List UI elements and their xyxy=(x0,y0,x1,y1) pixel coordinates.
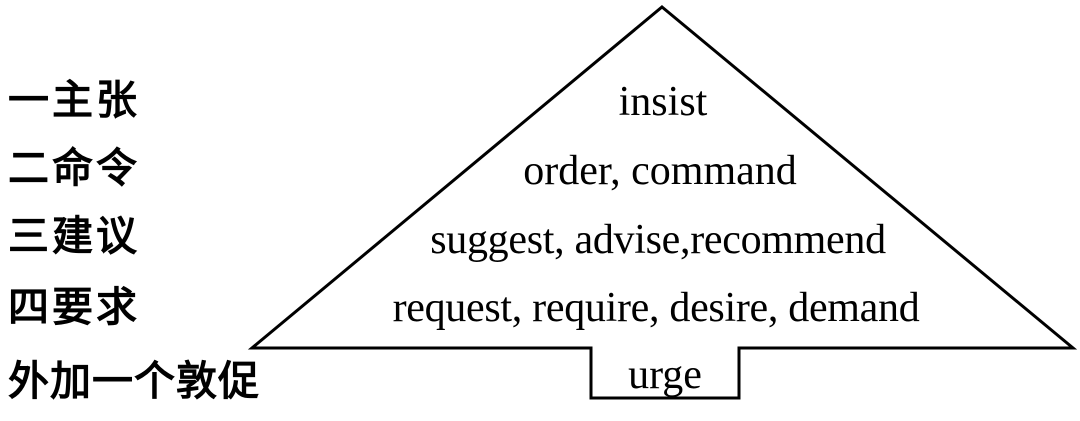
chinese-mnemonic-list: 一主张 二命令 三建议 四要求 外加一个敦促 xyxy=(6,0,306,421)
pyramid-shape xyxy=(247,5,1078,400)
tier-label-insist: insist xyxy=(618,79,708,125)
tier-label-request-require-desire-demand: request, require, desire, demand xyxy=(392,285,920,331)
chinese-label-three-suggest: 三建议 xyxy=(8,212,140,260)
chinese-label-plus-one-urge: 外加一个敦促 xyxy=(8,357,260,405)
chinese-label-four-request: 四要求 xyxy=(8,283,140,331)
chinese-label-two-order: 二命令 xyxy=(8,144,140,192)
tier-label-suggest-advise-recommend: suggest, advise,recommend xyxy=(430,217,886,263)
chinese-label-one-assert: 一主张 xyxy=(8,76,140,124)
tier-label-order-command: order, command xyxy=(523,148,797,194)
tier-label-urge: urge xyxy=(628,352,702,398)
